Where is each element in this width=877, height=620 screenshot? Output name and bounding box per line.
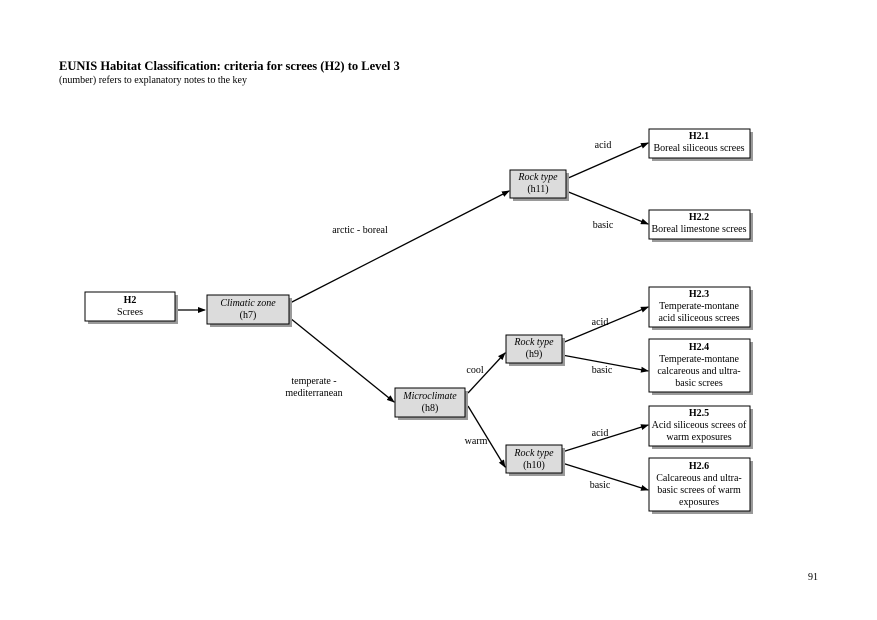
edge-microclimate-to-rock-h9: [467, 352, 506, 394]
page-title: EUNIS Habitat Classification: criteria f…: [59, 59, 400, 73]
edge-climatic-to-rock-h11: [289, 190, 510, 304]
edge-rock-h10-to-h25: [561, 424, 649, 453]
label-temperate-line2: mediterranean: [285, 388, 342, 399]
node-h2-5: H2.5 Acid siliceous screes of warm expos…: [648, 405, 753, 449]
node-microclimate-ref: (h8): [422, 403, 439, 414]
node-h2-2-code: H2.2: [689, 212, 709, 223]
node-h2-6-line1: Calcareous and ultra-: [656, 473, 742, 484]
node-climatic-zone: Climatic zone (h7): [206, 294, 292, 327]
label-acid-h10: acid: [592, 428, 609, 439]
label-basic-h11: basic: [593, 220, 614, 231]
label-warm: warm: [465, 436, 488, 447]
node-rock-type-h11-ref: (h11): [527, 184, 548, 195]
node-microclimate: Microclimate (h8): [394, 387, 468, 420]
node-h2-1-code: H2.1: [689, 131, 709, 142]
node-climatic-zone-label: Climatic zone: [220, 298, 276, 309]
node-microclimate-label: Microclimate: [402, 391, 457, 402]
node-rock-type-h10-label: Rock type: [513, 448, 554, 459]
node-h2-5-line1: Acid siliceous screes of: [652, 420, 747, 431]
label-basic-h10: basic: [590, 480, 611, 491]
node-rock-type-h10: Rock type (h10): [505, 444, 565, 476]
node-h2-2-line1: Boreal limestone screes: [652, 224, 747, 235]
node-rock-type-h9-label: Rock type: [513, 337, 554, 348]
edge-climatic-to-microclimate: [289, 317, 395, 403]
node-h2-4-code: H2.4: [689, 342, 709, 353]
node-h2-5-code: H2.5: [689, 408, 709, 419]
node-rock-type-h9: Rock type (h9): [505, 334, 565, 366]
node-h2-3-line2: acid siliceous screes: [658, 313, 739, 324]
node-h2-3-code: H2.3: [689, 289, 709, 300]
label-acid-h11: acid: [595, 140, 612, 151]
node-rock-type-h10-ref: (h10): [523, 460, 545, 471]
node-h2-6-code: H2.6: [689, 461, 709, 472]
edge-labels: arctic - boreal temperate - mediterranea…: [285, 140, 613, 491]
label-arctic-boreal: arctic - boreal: [332, 225, 388, 236]
node-climatic-zone-ref: (h7): [240, 310, 257, 321]
node-h2-4-line3: basic screes: [675, 378, 723, 389]
node-rock-type-h9-ref: (h9): [526, 349, 543, 360]
diagram-edges: [177, 142, 649, 491]
label-basic-h9: basic: [592, 365, 613, 376]
node-rock-type-h11-label: Rock type: [517, 172, 558, 183]
node-h2-4-line1: Temperate-montane: [659, 354, 739, 365]
node-h2-4-line2: calcareous and ultra-: [657, 366, 740, 377]
label-cool: cool: [466, 365, 483, 376]
edge-rock-h11-to-h22: [565, 190, 649, 225]
node-h2-6: H2.6 Calcareous and ultra- basic screes …: [648, 457, 753, 514]
node-h2-1-line1: Boreal siliceous screes: [653, 143, 744, 154]
edge-rock-h9-to-h24: [561, 354, 649, 373]
node-h2-4: H2.4 Temperate-montane calcareous and ul…: [648, 338, 753, 395]
page-subtitle: (number) refers to explanatory notes to …: [59, 75, 247, 86]
edge-rock-h10-to-h26: [561, 462, 649, 491]
node-h2-label: Screes: [117, 307, 143, 318]
page-number: 91: [808, 572, 818, 583]
node-h2-code: H2: [124, 295, 137, 306]
node-h2-2: H2.2 Boreal limestone screes: [648, 209, 753, 242]
node-h2: H2 Screes: [84, 291, 178, 324]
edge-microclimate-to-rock-h10: [467, 405, 506, 468]
node-h2-6-line2: basic screes of warm: [657, 485, 741, 496]
node-h2-1: H2.1 Boreal siliceous screes: [648, 128, 753, 161]
label-acid-h9: acid: [592, 317, 609, 328]
node-h2-3: H2.3 Temperate-montane acid siliceous sc…: [648, 286, 753, 330]
node-rock-type-h11: Rock type (h11): [509, 169, 569, 201]
edge-rock-h9-to-h23: [561, 306, 649, 344]
node-h2-3-line1: Temperate-montane: [659, 301, 739, 312]
edge-rock-h11-to-h21: [565, 142, 649, 180]
node-h2-5-line2: warm exposures: [666, 432, 731, 443]
label-temperate-line1: temperate -: [291, 376, 336, 387]
node-h2-6-line3: exposures: [679, 497, 719, 508]
